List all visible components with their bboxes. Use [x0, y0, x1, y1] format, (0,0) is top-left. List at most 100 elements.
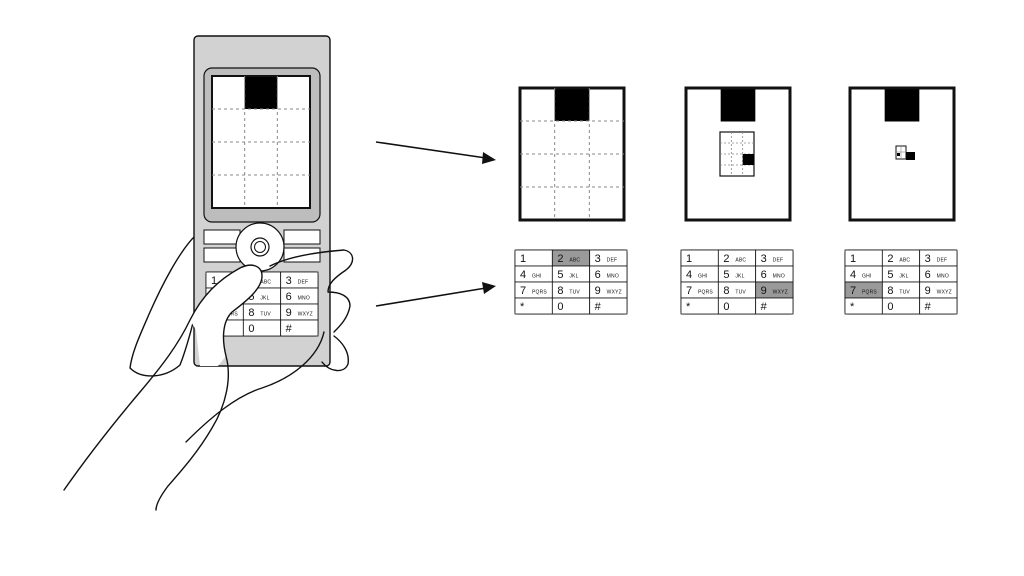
- key-letters: ABC: [899, 258, 910, 264]
- key-number: 8: [723, 285, 729, 297]
- key-hash[interactable]: #: [280, 319, 319, 337]
- arrow-head-screen: [482, 152, 496, 164]
- key-cell: [589, 297, 628, 315]
- thumb-fill: [190, 265, 262, 366]
- key-letters: MNO: [607, 274, 619, 280]
- key-letters: MNO: [937, 274, 949, 280]
- key-number: 0: [557, 301, 563, 313]
- key-number: 7: [686, 285, 692, 297]
- key-number: 0: [723, 301, 729, 313]
- key-number: 8: [557, 285, 563, 297]
- key-letters: JKL: [899, 274, 908, 280]
- key-1[interactable]: 1: [680, 249, 719, 267]
- key-number: 6: [761, 269, 767, 281]
- nav-pad-center-button[interactable]: [250, 237, 270, 257]
- key-number: 3: [761, 253, 767, 265]
- key-number: 1: [520, 253, 526, 265]
- nav-pad-center-ring: [254, 241, 266, 253]
- key-number: 3: [925, 253, 931, 265]
- key-number: 7: [850, 285, 856, 297]
- key-number: *: [686, 301, 691, 313]
- key-3[interactable]: 3 DEF: [755, 249, 794, 267]
- viewport-block: [554, 89, 590, 121]
- key-number: 5: [887, 269, 893, 281]
- key-letters: JKL: [569, 274, 578, 280]
- key-star[interactable]: *: [680, 297, 719, 315]
- key-star[interactable]: *: [844, 297, 883, 315]
- key-2[interactable]: 2 ABC: [881, 249, 921, 267]
- key-star[interactable]: *: [514, 297, 553, 315]
- key-3[interactable]: 3 DEF: [919, 249, 958, 267]
- key-8[interactable]: 8 TUV: [242, 303, 282, 321]
- left-soft-key[interactable]: [203, 229, 241, 245]
- key-letters: WXYZ: [773, 290, 788, 296]
- key-letters: DEF: [937, 258, 948, 264]
- right-soft-key[interactable]: [283, 229, 321, 245]
- left-soft-key-2[interactable]: [203, 247, 241, 263]
- key-letters: MNO: [773, 274, 785, 280]
- key-5[interactable]: 5 JKL: [717, 265, 757, 283]
- key-0[interactable]: 0: [551, 297, 591, 315]
- key-hash[interactable]: #: [755, 297, 794, 315]
- key-number: 2: [723, 253, 729, 265]
- key-letters: TUV: [569, 290, 580, 296]
- key-letters: JKL: [260, 296, 269, 302]
- key-number: 3: [286, 275, 292, 287]
- key-number: 0: [887, 301, 893, 313]
- key-letters: DEF: [773, 258, 784, 264]
- key-1[interactable]: 1: [844, 249, 883, 267]
- key-letters: MNO: [298, 296, 310, 302]
- key-hash[interactable]: #: [919, 297, 958, 315]
- key-letters: JKL: [735, 274, 744, 280]
- key-letters: TUV: [260, 312, 271, 318]
- key-8[interactable]: 8 TUV: [717, 281, 757, 299]
- key-number: 8: [887, 285, 893, 297]
- key-number: *: [850, 301, 855, 313]
- selected-cell: [742, 154, 754, 165]
- key-1[interactable]: 1: [514, 249, 553, 267]
- key-letters: ABC: [735, 258, 746, 264]
- key-0[interactable]: 0: [717, 297, 757, 315]
- key-number: 5: [723, 269, 729, 281]
- key-5[interactable]: 5 JKL: [881, 265, 921, 283]
- arrow-icon-screen: [375, 141, 487, 159]
- phone-screen: [211, 75, 311, 209]
- key-number: 8: [248, 307, 254, 319]
- key-hash[interactable]: #: [589, 297, 628, 315]
- viewport-block: [720, 89, 756, 122]
- key-letters: WXYZ: [937, 290, 952, 296]
- key-number: 2: [887, 253, 893, 265]
- key-2[interactable]: 2 ABC: [717, 249, 757, 267]
- key-6[interactable]: 6 MNO: [755, 265, 794, 283]
- hand-front-icon: [63, 249, 354, 511]
- key-0[interactable]: 0: [881, 297, 921, 315]
- key-8[interactable]: 8 TUV: [551, 281, 591, 299]
- key-number: 0: [248, 323, 254, 335]
- key-letters: TUV: [735, 290, 746, 296]
- key-0[interactable]: 0: [242, 319, 282, 337]
